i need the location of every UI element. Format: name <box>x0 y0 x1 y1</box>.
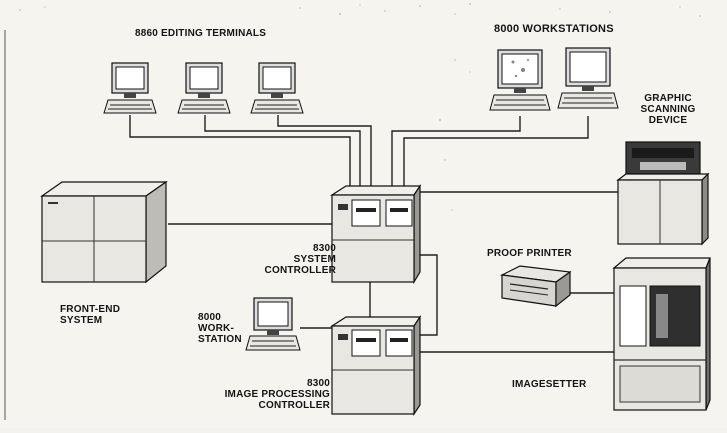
label-workstations-top: 8000 WORKSTATIONS <box>494 24 614 35</box>
system-controller-cabinet <box>332 186 420 282</box>
label-line: CONTROLLER <box>262 265 336 276</box>
label-line: DEVICE <box>620 115 716 126</box>
label-editing-terminals: 8860 EDITING TERMINALS <box>135 28 266 39</box>
workstation-single <box>246 298 300 350</box>
label-line: 8300 <box>262 243 336 254</box>
graphic-scanner <box>618 142 708 244</box>
label-line: 8300 <box>222 378 330 389</box>
label-proof-printer: PROOF PRINTER <box>487 248 572 259</box>
label-system-controller: 8300 SYSTEM CONTROLLER <box>262 243 336 276</box>
workstation1-link <box>392 116 520 186</box>
terminal3-link <box>278 115 371 186</box>
label-line: 8000 <box>198 312 248 323</box>
terminal-2 <box>178 63 230 113</box>
label-line: FRONT-END <box>60 304 148 315</box>
label-line: IMAGE PROCESSING <box>222 389 330 400</box>
image-processing-cabinet <box>332 317 420 414</box>
label-line: SCANNING <box>620 104 716 115</box>
label-front-end: FRONT-END SYSTEM <box>60 304 148 326</box>
label-image-processing: 8300 IMAGE PROCESSING CONTROLLER <box>222 378 330 411</box>
label-line: SYSTEM <box>60 315 148 326</box>
label-imagesetter: IMAGESETTER <box>512 379 586 390</box>
proof-printer <box>502 266 570 306</box>
label-graphic-scanning: GRAPHIC SCANNING DEVICE <box>620 93 716 126</box>
label-line: SYSTEM <box>262 254 336 265</box>
workstation-2 <box>558 48 618 108</box>
label-line: STATION <box>198 334 248 345</box>
terminal-1 <box>104 63 156 113</box>
label-line: GRAPHIC <box>620 93 716 104</box>
workstation2-link <box>404 116 588 186</box>
imagesetter-machine <box>614 258 710 410</box>
workstation-1 <box>490 50 550 110</box>
front-end-mainframe <box>42 182 166 282</box>
label-workstation-single: 8000 WORK- STATION <box>198 312 248 345</box>
terminal-3 <box>251 63 303 113</box>
label-line: WORK- <box>198 323 248 334</box>
label-line: CONTROLLER <box>222 400 330 411</box>
